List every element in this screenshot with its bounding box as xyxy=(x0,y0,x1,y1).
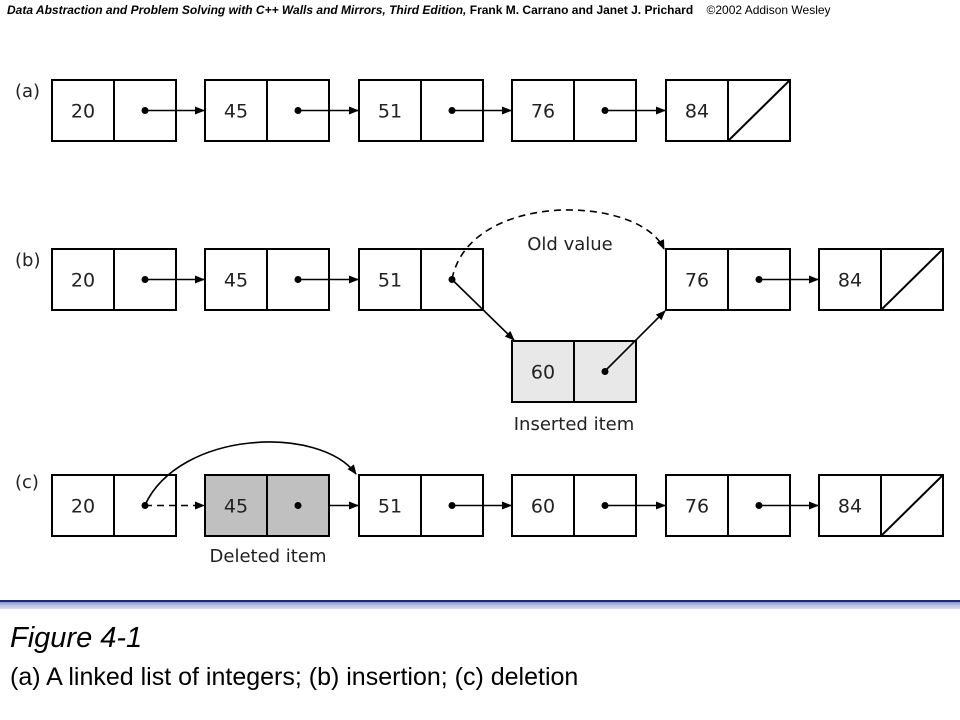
book-copyright: ©2002 Addison Wesley xyxy=(706,3,831,17)
node-value: 20 xyxy=(71,496,95,518)
new-pointer-to-inserted-arrow xyxy=(451,278,515,341)
node-value: 51 xyxy=(378,496,402,518)
node-value: 76 xyxy=(531,101,555,123)
part-label-b: (b) xyxy=(15,250,40,271)
inserted-node: 60 xyxy=(511,340,637,403)
old-pointer-dashed-arrow xyxy=(451,209,665,280)
list-node: 60 xyxy=(511,474,637,537)
book-authors: Frank M. Carrano and Janet J. Prichard xyxy=(469,3,694,17)
pointer-dot xyxy=(294,502,302,509)
node-value: 20 xyxy=(71,270,95,292)
part-a-linked-list: (a) 20 45 51 76 84 xyxy=(15,79,791,142)
node-value: 51 xyxy=(378,270,402,292)
node-value: 76 xyxy=(685,496,709,518)
inserted-next-pointer-arrow xyxy=(604,310,666,372)
node-value: 20 xyxy=(71,101,95,123)
book-title: Data Abstraction and Problem Solving wit… xyxy=(7,3,467,17)
list-node: 20 xyxy=(51,79,177,142)
list-node: 84 xyxy=(665,79,791,142)
inserted-item-label: Inserted item xyxy=(514,414,635,435)
null-pointer-slash xyxy=(727,79,791,142)
old-value-label: Old value xyxy=(527,234,612,255)
part-label-a: (a) xyxy=(15,81,40,102)
node-value: 51 xyxy=(378,101,402,123)
deleted-item-label: Deleted item xyxy=(210,546,327,567)
figure-title: Figure 4-1 xyxy=(10,622,143,654)
divider-rule xyxy=(0,600,960,609)
linked-list-diagram: (a) 20 45 51 76 84 (b) 20 45 51 76 84 60 Old valueIn… xyxy=(15,79,944,567)
deleted-node: 45 xyxy=(204,474,330,537)
list-node: 76 xyxy=(665,474,791,537)
node-value: 60 xyxy=(531,496,555,518)
null-pointer-slash xyxy=(880,474,944,537)
figure-caption: (a) A linked list of integers; (b) inser… xyxy=(10,663,579,691)
list-node: 20 xyxy=(51,474,177,537)
bypass-pointer-arrow xyxy=(144,441,357,506)
part-label-c: (c) xyxy=(15,472,39,493)
node-value: 45 xyxy=(224,270,248,292)
node-value: 76 xyxy=(685,270,709,292)
citation-header: Data Abstraction and Problem Solving wit… xyxy=(7,3,831,17)
node-value: 60 xyxy=(531,362,555,384)
list-node: 84 xyxy=(818,474,944,537)
node-value: 84 xyxy=(838,270,862,292)
node-value: 45 xyxy=(224,496,248,518)
node-value: 84 xyxy=(685,101,709,123)
list-node: 84 xyxy=(818,248,944,311)
null-pointer-slash xyxy=(880,248,944,311)
node-value: 84 xyxy=(838,496,862,518)
node-value: 45 xyxy=(224,101,248,123)
list-node: 51 xyxy=(358,248,484,311)
